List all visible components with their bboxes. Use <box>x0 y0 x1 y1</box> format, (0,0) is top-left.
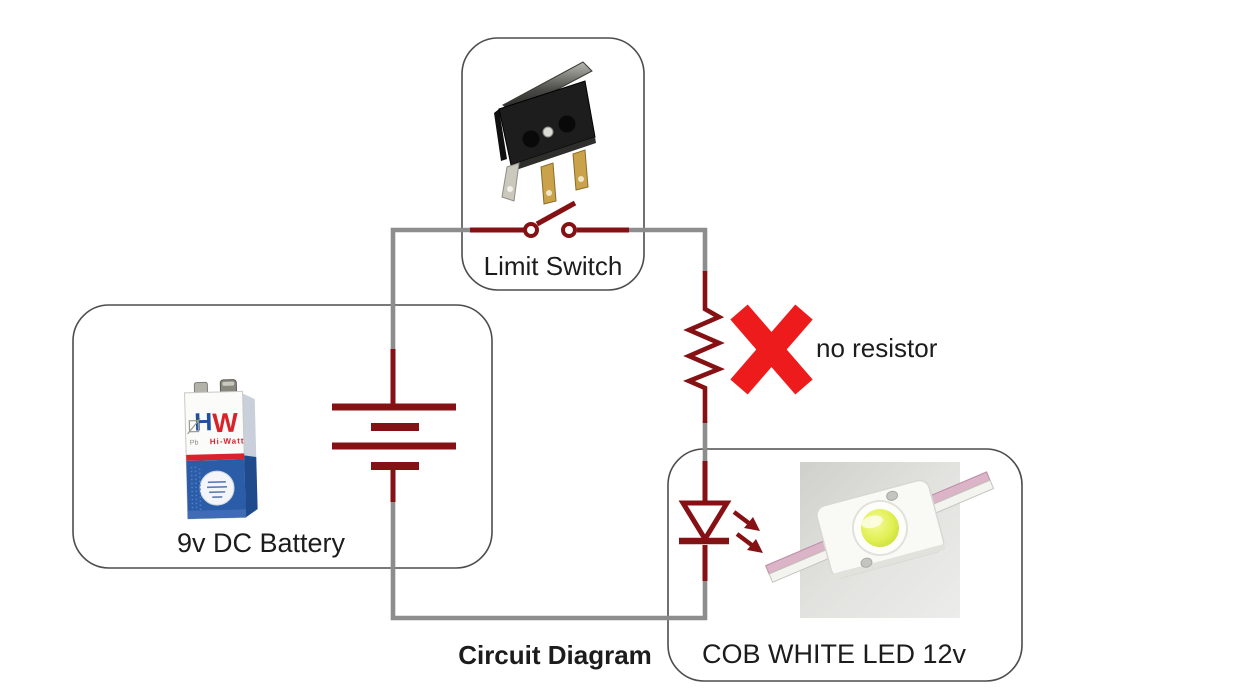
led-emission-arrowhead-1 <box>744 517 760 531</box>
wire-top-left <box>390 227 479 351</box>
switch-terminal-left <box>501 162 520 202</box>
battery-bottom-strip <box>187 509 246 519</box>
switch-screw <box>542 126 554 138</box>
led-symbol-triangle <box>678 500 732 544</box>
led-emission-arrow-2 <box>735 532 755 548</box>
battery-bin-cross <box>187 418 201 435</box>
limit-switch-symbol <box>470 200 629 238</box>
battery-round-label <box>199 470 235 506</box>
battery-photo: H W Hi-Watt Pb <box>184 379 258 520</box>
switch-terminal-middle-hole <box>546 190 552 196</box>
switch-terminal-left-hole <box>507 186 513 192</box>
led-label: COB WHITE LED 12v <box>701 639 967 669</box>
switch-hole-right <box>558 115 576 133</box>
led-emission-arrowhead-2 <box>747 539 763 553</box>
battery-brand-name: Hi-Watt <box>210 436 245 446</box>
cross-stroke-2 <box>730 304 813 395</box>
battery-brand-w: W <box>212 408 239 439</box>
battery-blue-side <box>244 455 258 518</box>
switch-body-left-face <box>494 109 507 161</box>
wire-bottom <box>390 501 708 621</box>
no-resistor-cross-icon <box>730 304 813 395</box>
led-symbol <box>678 461 763 581</box>
led-mounting-hole-top <box>886 490 899 501</box>
switch-hole-left <box>522 130 540 148</box>
limit-switch-photo <box>494 61 596 205</box>
wire-top-right <box>621 227 708 273</box>
led-chip-highlight <box>861 515 883 529</box>
battery-terminal-highlight <box>222 381 235 386</box>
battery-label: 9v DC Battery <box>176 528 346 558</box>
led-module-bottom-edge <box>832 544 946 580</box>
switch-terminal-right-hole <box>578 176 584 182</box>
diagram-title: Circuit Diagram <box>458 640 652 670</box>
led-emission-arrow-1 <box>732 510 752 526</box>
switch-terminal-middle <box>540 162 557 205</box>
switch-symbol-lever <box>535 200 577 227</box>
led-mounting-hole-bottom <box>860 557 873 568</box>
battery-label-line <box>207 486 228 489</box>
switch-body-bottom-edge <box>511 137 596 171</box>
limit-switch-label: Limit Switch <box>483 251 623 281</box>
battery-bin-icon <box>188 419 200 433</box>
switch-symbol-contact-right <box>561 222 577 238</box>
battery-box <box>72 304 493 569</box>
no-resistor-annotation: no resistor <box>816 333 938 363</box>
led-module-photo <box>764 462 995 618</box>
battery-symbol <box>332 349 456 502</box>
switch-symbol-contact-left <box>523 222 539 238</box>
battery-pb-marking: Pb <box>190 440 199 447</box>
led-module <box>816 479 946 580</box>
resistor-symbol <box>683 271 725 423</box>
switch-terminal-right <box>572 149 589 191</box>
battery-red-band <box>186 453 245 461</box>
